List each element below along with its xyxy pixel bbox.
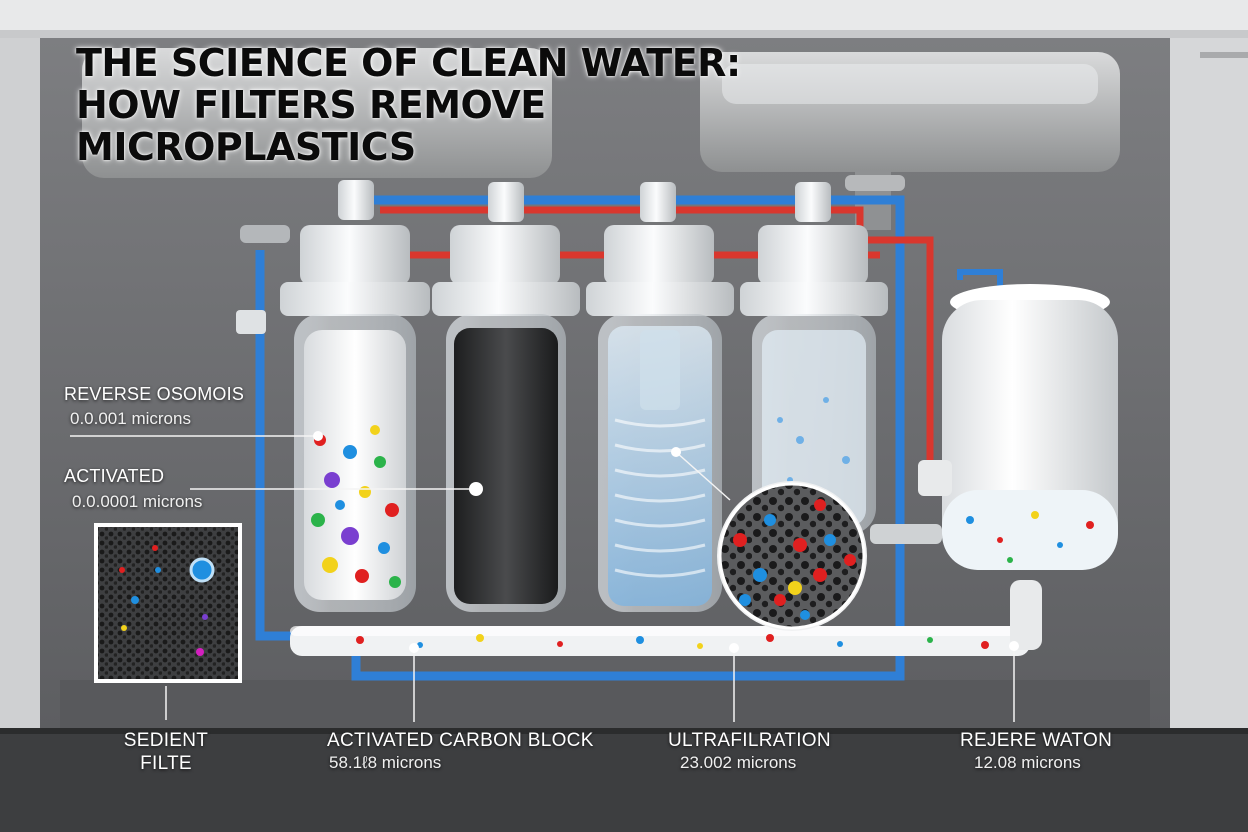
callout-activated-label: ACTIVATED bbox=[64, 466, 165, 486]
leader-lines bbox=[70, 435, 1015, 722]
stage-3-micron: 23.002 microns bbox=[680, 753, 797, 772]
filter-housing-1 bbox=[280, 180, 430, 612]
leader-dots bbox=[313, 431, 1019, 653]
tank-particles bbox=[966, 511, 1094, 563]
callout-reverse-osmosis-label: REVERSE OSOMOIS bbox=[64, 384, 245, 404]
stage-2-label: ACTIVATED CARBON BLOCK bbox=[327, 730, 594, 751]
title-line-3: MICROPLASTICS bbox=[76, 125, 416, 169]
stage-1-label-line2: FILTE bbox=[140, 753, 192, 774]
callout-activated-micron: 0.0.0001 microns bbox=[72, 492, 203, 511]
uf-membrane-coils bbox=[614, 418, 706, 578]
stage-4-micron: 12.08 microns bbox=[974, 753, 1081, 772]
title-line-1: THE SCIENCE OF CLEAN WATER: bbox=[76, 41, 741, 85]
filter-housing-2 bbox=[432, 182, 580, 612]
stage-4-label: REJERE WATON bbox=[960, 730, 1113, 751]
magnifier-ultrafiltration bbox=[717, 481, 867, 631]
micrograph-inset bbox=[94, 523, 242, 683]
stage-3-label: ULTRAFILRATION bbox=[668, 730, 831, 751]
stage-1-label-line1: SEDIENT bbox=[123, 730, 209, 751]
filter-housing-3 bbox=[586, 182, 734, 612]
filter-housing-4 bbox=[740, 182, 888, 534]
stage-2-micron: 58.1ℓ8 microns bbox=[329, 753, 442, 772]
page-title: THE SCIENCE OF CLEAN WATER: HOW FILTERS … bbox=[76, 42, 741, 168]
storage-tank bbox=[870, 284, 1118, 570]
title-line-2: HOW FILTERS REMOVE bbox=[76, 83, 546, 127]
callout-reverse-osmosis-micron: 0.0.001 microns bbox=[70, 409, 191, 428]
